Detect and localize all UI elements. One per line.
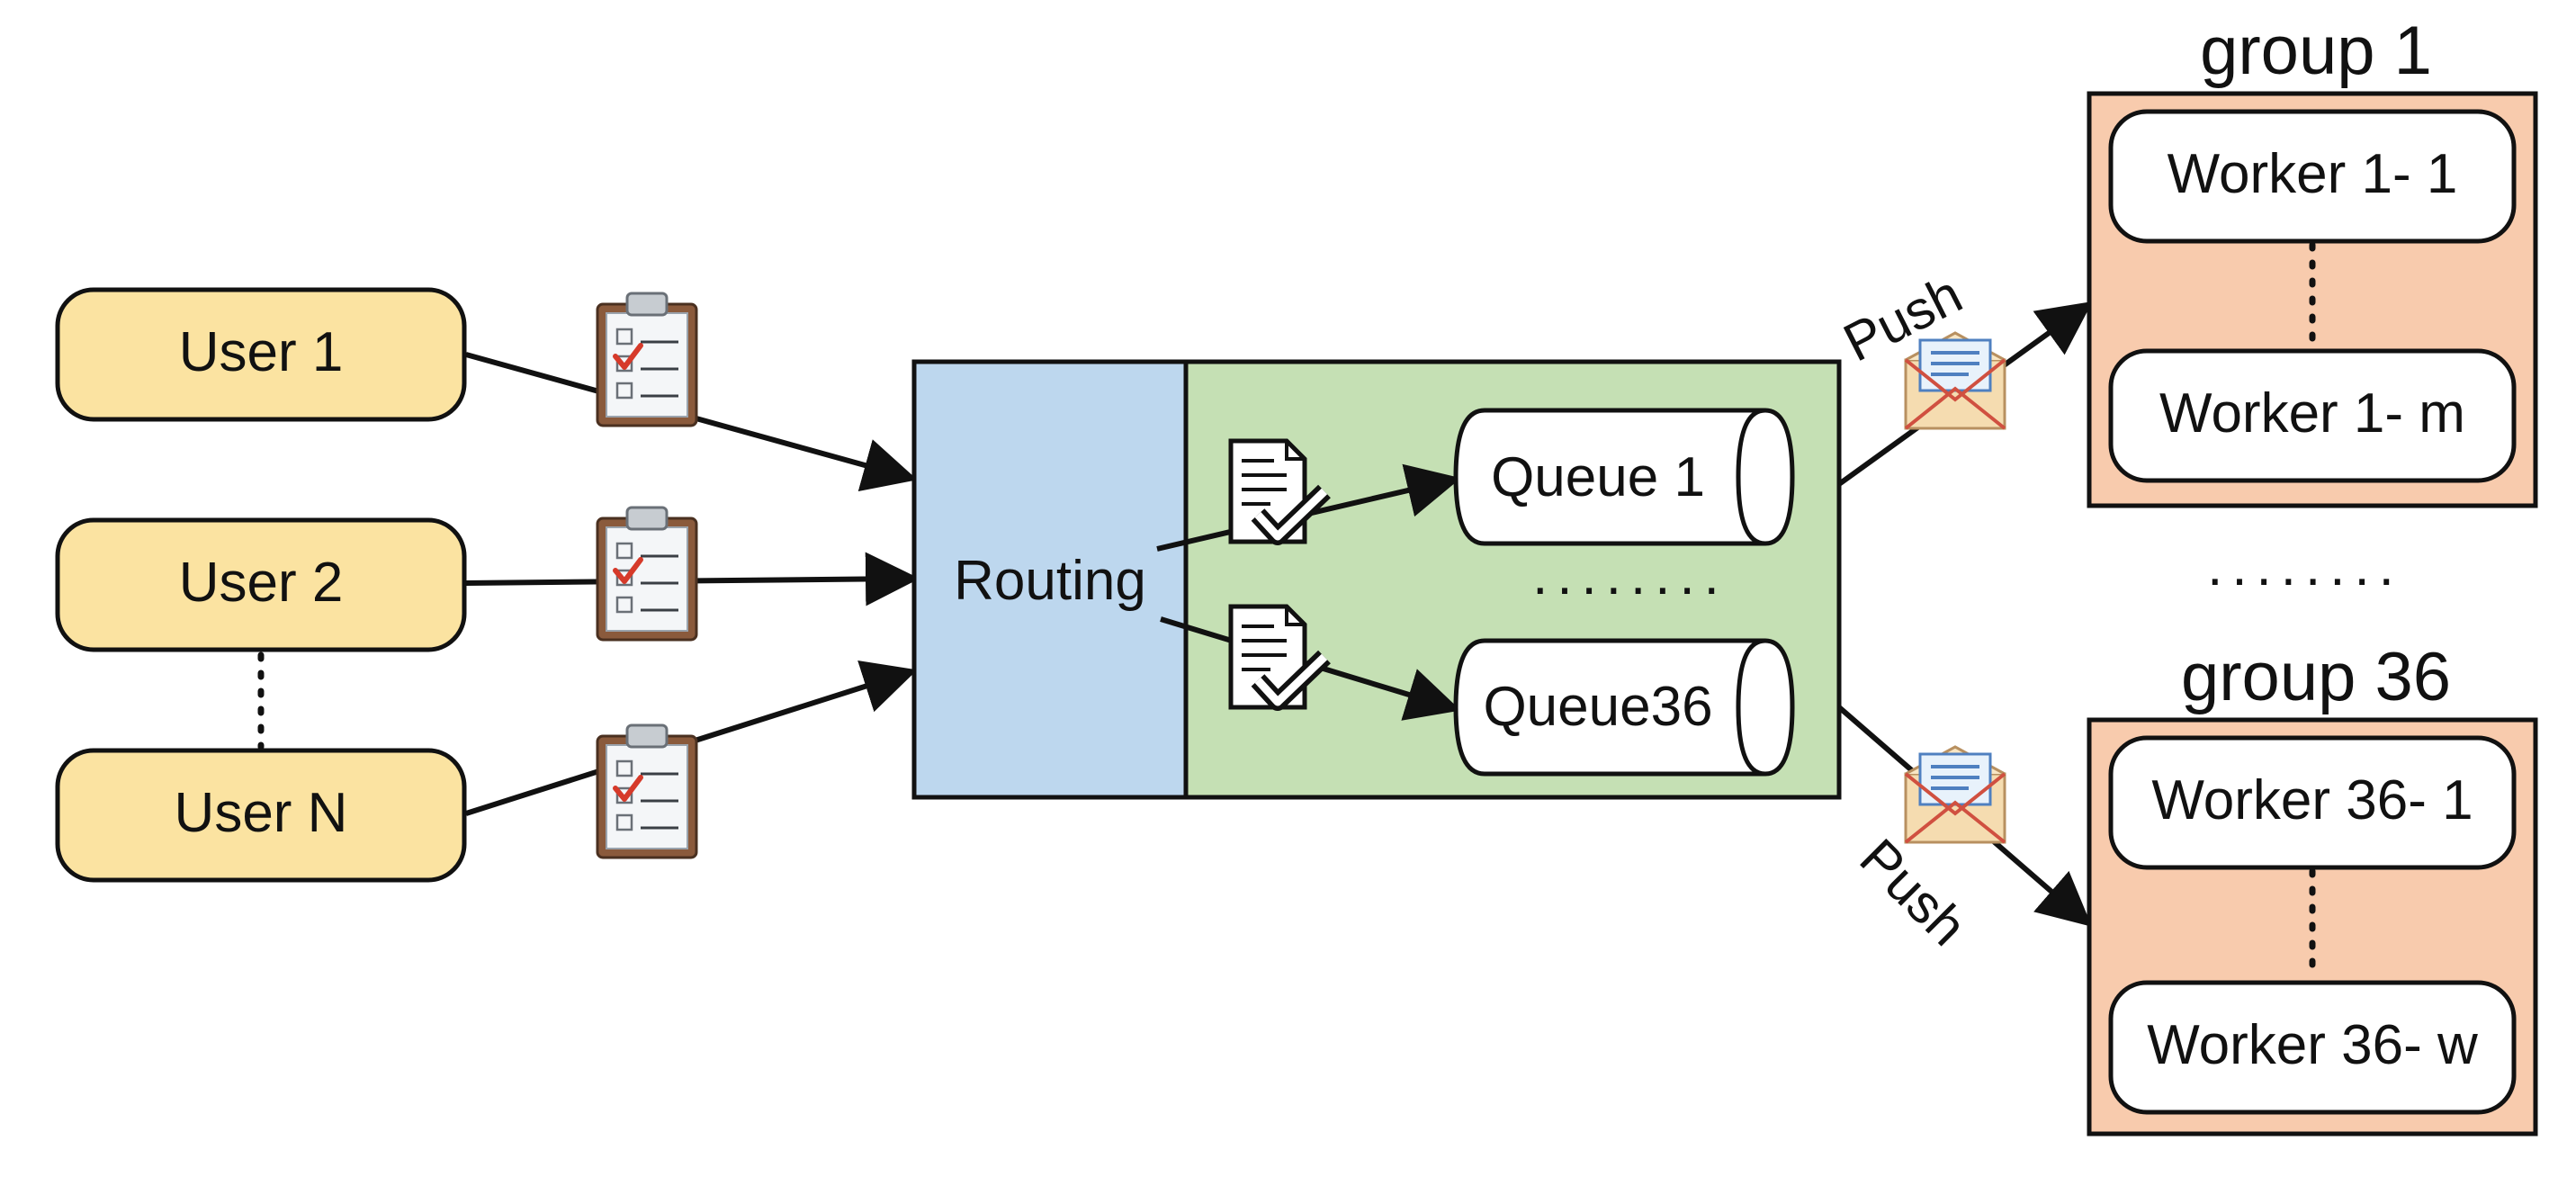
worker-group-1: group 1 Worker 1- 1 Worker 1- m	[2087, 13, 2538, 508]
queue-1: Queue 1	[1453, 408, 1795, 546]
user-node-n: User N	[55, 748, 467, 883]
user-node-2: User 2	[55, 517, 467, 652]
user-node-1: User 1	[55, 287, 467, 422]
clipboard-task-icon	[597, 508, 696, 640]
clipboard-task-icon	[597, 293, 696, 426]
queue-label-1: Queue 1	[1491, 446, 1705, 508]
queue-ellipsis: ........	[1532, 544, 1728, 606]
push-label-bottom: Push	[1848, 827, 1978, 957]
user-label-2: User 2	[179, 552, 344, 614]
clipboard-task-icon	[597, 725, 696, 858]
worker-node	[2108, 348, 2517, 483]
queue-36: Queue36	[1453, 638, 1795, 777]
worker-label: Worker 1- 1	[2168, 143, 2458, 205]
user-label-n: User N	[175, 782, 348, 844]
envelope-message-icon	[1904, 745, 2006, 844]
group-title-36: group 36	[2181, 639, 2451, 715]
group-ellipsis: ........	[2207, 535, 2403, 597]
envelope-message-icon	[1904, 331, 2006, 430]
user-label-1: User 1	[179, 321, 344, 383]
worker-label: Worker 1- m	[2159, 382, 2465, 445]
routing-label: Routing	[954, 550, 1146, 612]
worker-node	[2108, 980, 2517, 1115]
worker-node	[2108, 735, 2517, 870]
queue-label-36: Queue36	[1483, 676, 1712, 738]
worker-node	[2108, 109, 2517, 244]
worker-label: Worker 36- w	[2147, 1014, 2478, 1076]
group-title-1: group 1	[2200, 13, 2432, 89]
worker-label: Worker 36- 1	[2151, 769, 2473, 831]
worker-group-36: group 36 Worker 36- 1 Worker 36- w	[2087, 639, 2538, 1137]
routing-area	[911, 359, 1189, 800]
